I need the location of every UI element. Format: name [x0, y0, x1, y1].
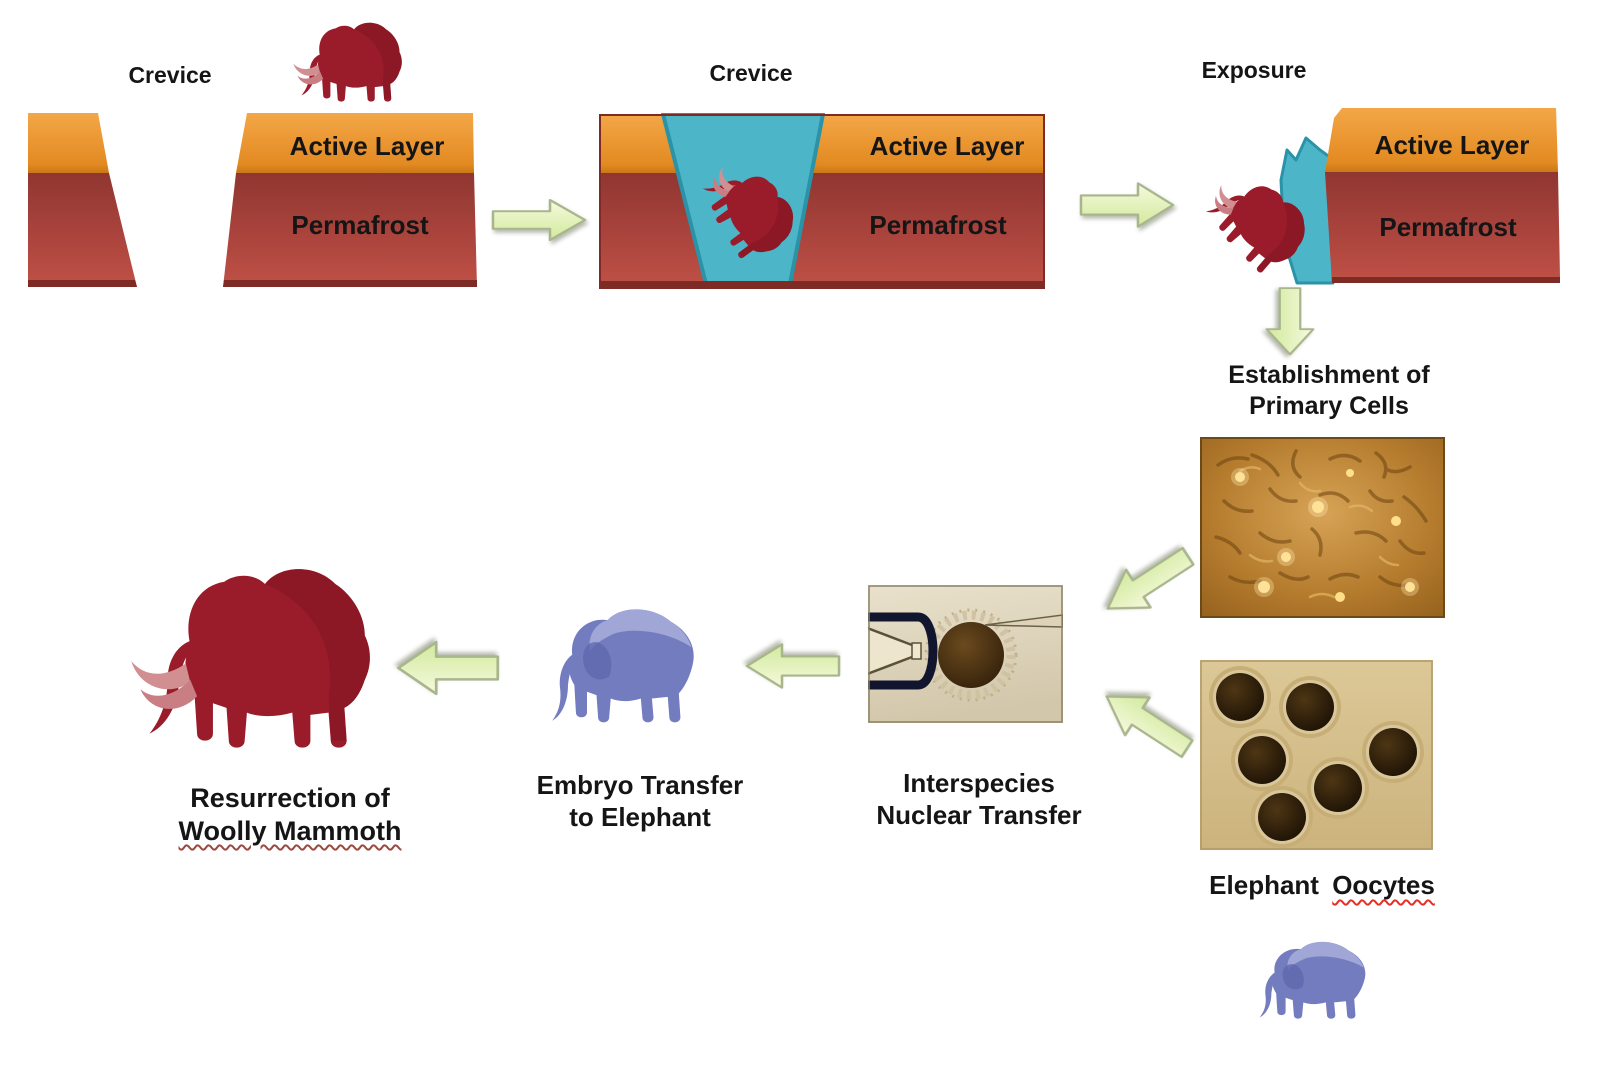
injection-needle: [984, 614, 1063, 628]
oocyte-cells: [1209, 666, 1424, 848]
resurrection-label: Resurrection of Woolly Mammoth: [130, 782, 450, 848]
stage2-permafrost-label: Permafrost: [869, 210, 1007, 240]
arrow-stage3-to-primary-cells-icon: [1265, 286, 1315, 356]
mammoth-on-surface: [293, 22, 402, 102]
elephant-oocytes-label-word2: Oocytes: [1332, 870, 1435, 900]
stage3-permafrost-block: [1279, 108, 1560, 285]
stage1-title: Crevice: [128, 62, 212, 88]
mammoth-exposed: [1196, 160, 1319, 281]
stage3-active-layer-label: Active Layer: [1374, 130, 1530, 160]
elephant-oocytes-label: Elephant Oocytes: [1182, 870, 1462, 902]
stage3-permafrost-label: Permafrost: [1379, 212, 1517, 242]
embryo-transfer-label: Embryo Transfer to Elephant: [500, 770, 780, 833]
arrow-embryo-to-resurrection-icon: [397, 640, 500, 696]
arrow-oocytes-to-transfer-icon: [1093, 676, 1201, 769]
arrow-transfer-to-embryo-icon: [745, 643, 841, 689]
mammoth-fallen-in-crevice: [694, 147, 806, 268]
arrow-primary-cells-to-transfer-icon: [1094, 536, 1202, 629]
mammoth-resurrected: [131, 569, 370, 748]
elephant-donor: [1259, 941, 1366, 1019]
nuclear-transfer-micrograph: [868, 585, 1063, 723]
arrow-stage1-to-stage2-icon: [491, 198, 587, 242]
stage1-permafrost-block: [28, 113, 477, 287]
stage2-active-layer-label: Active Layer: [869, 131, 1025, 161]
primary-cells-label-line1: Establishment of: [1228, 361, 1430, 389]
elephant-surrogate: [552, 609, 694, 723]
nuclear-transfer-label: Interspecies Nuclear Transfer: [839, 768, 1119, 831]
primary-cells-label: Establishment of Primary Cells: [1189, 360, 1469, 421]
embryo-transfer-label-line1: Embryo Transfer: [536, 770, 744, 800]
primary-cells-micrograph: [1200, 437, 1445, 618]
primary-cells-label-line2: Primary Cells: [1249, 391, 1409, 420]
nuclear-transfer-label-line1: Interspecies: [903, 768, 1055, 798]
elephant-oocytes-label-word1: Elephant: [1209, 870, 1319, 900]
resurrection-label-line2: Woolly Mammoth: [178, 815, 402, 846]
stage1-permafrost-label: Permafrost: [291, 210, 429, 240]
stage2-title: Crevice: [709, 60, 793, 86]
stage3-title: Exposure: [1201, 57, 1307, 83]
embryo-transfer-label-line2: to Elephant: [569, 801, 711, 832]
arrow-stage2-to-stage3-icon: [1079, 182, 1175, 228]
nuclear-transfer-label-line2: Nuclear Transfer: [876, 799, 1082, 830]
stage1-active-layer-label: Active Layer: [289, 131, 445, 161]
elephant-oocytes-micrograph: [1200, 660, 1433, 850]
resurrection-label-line1: Resurrection of: [190, 783, 390, 813]
